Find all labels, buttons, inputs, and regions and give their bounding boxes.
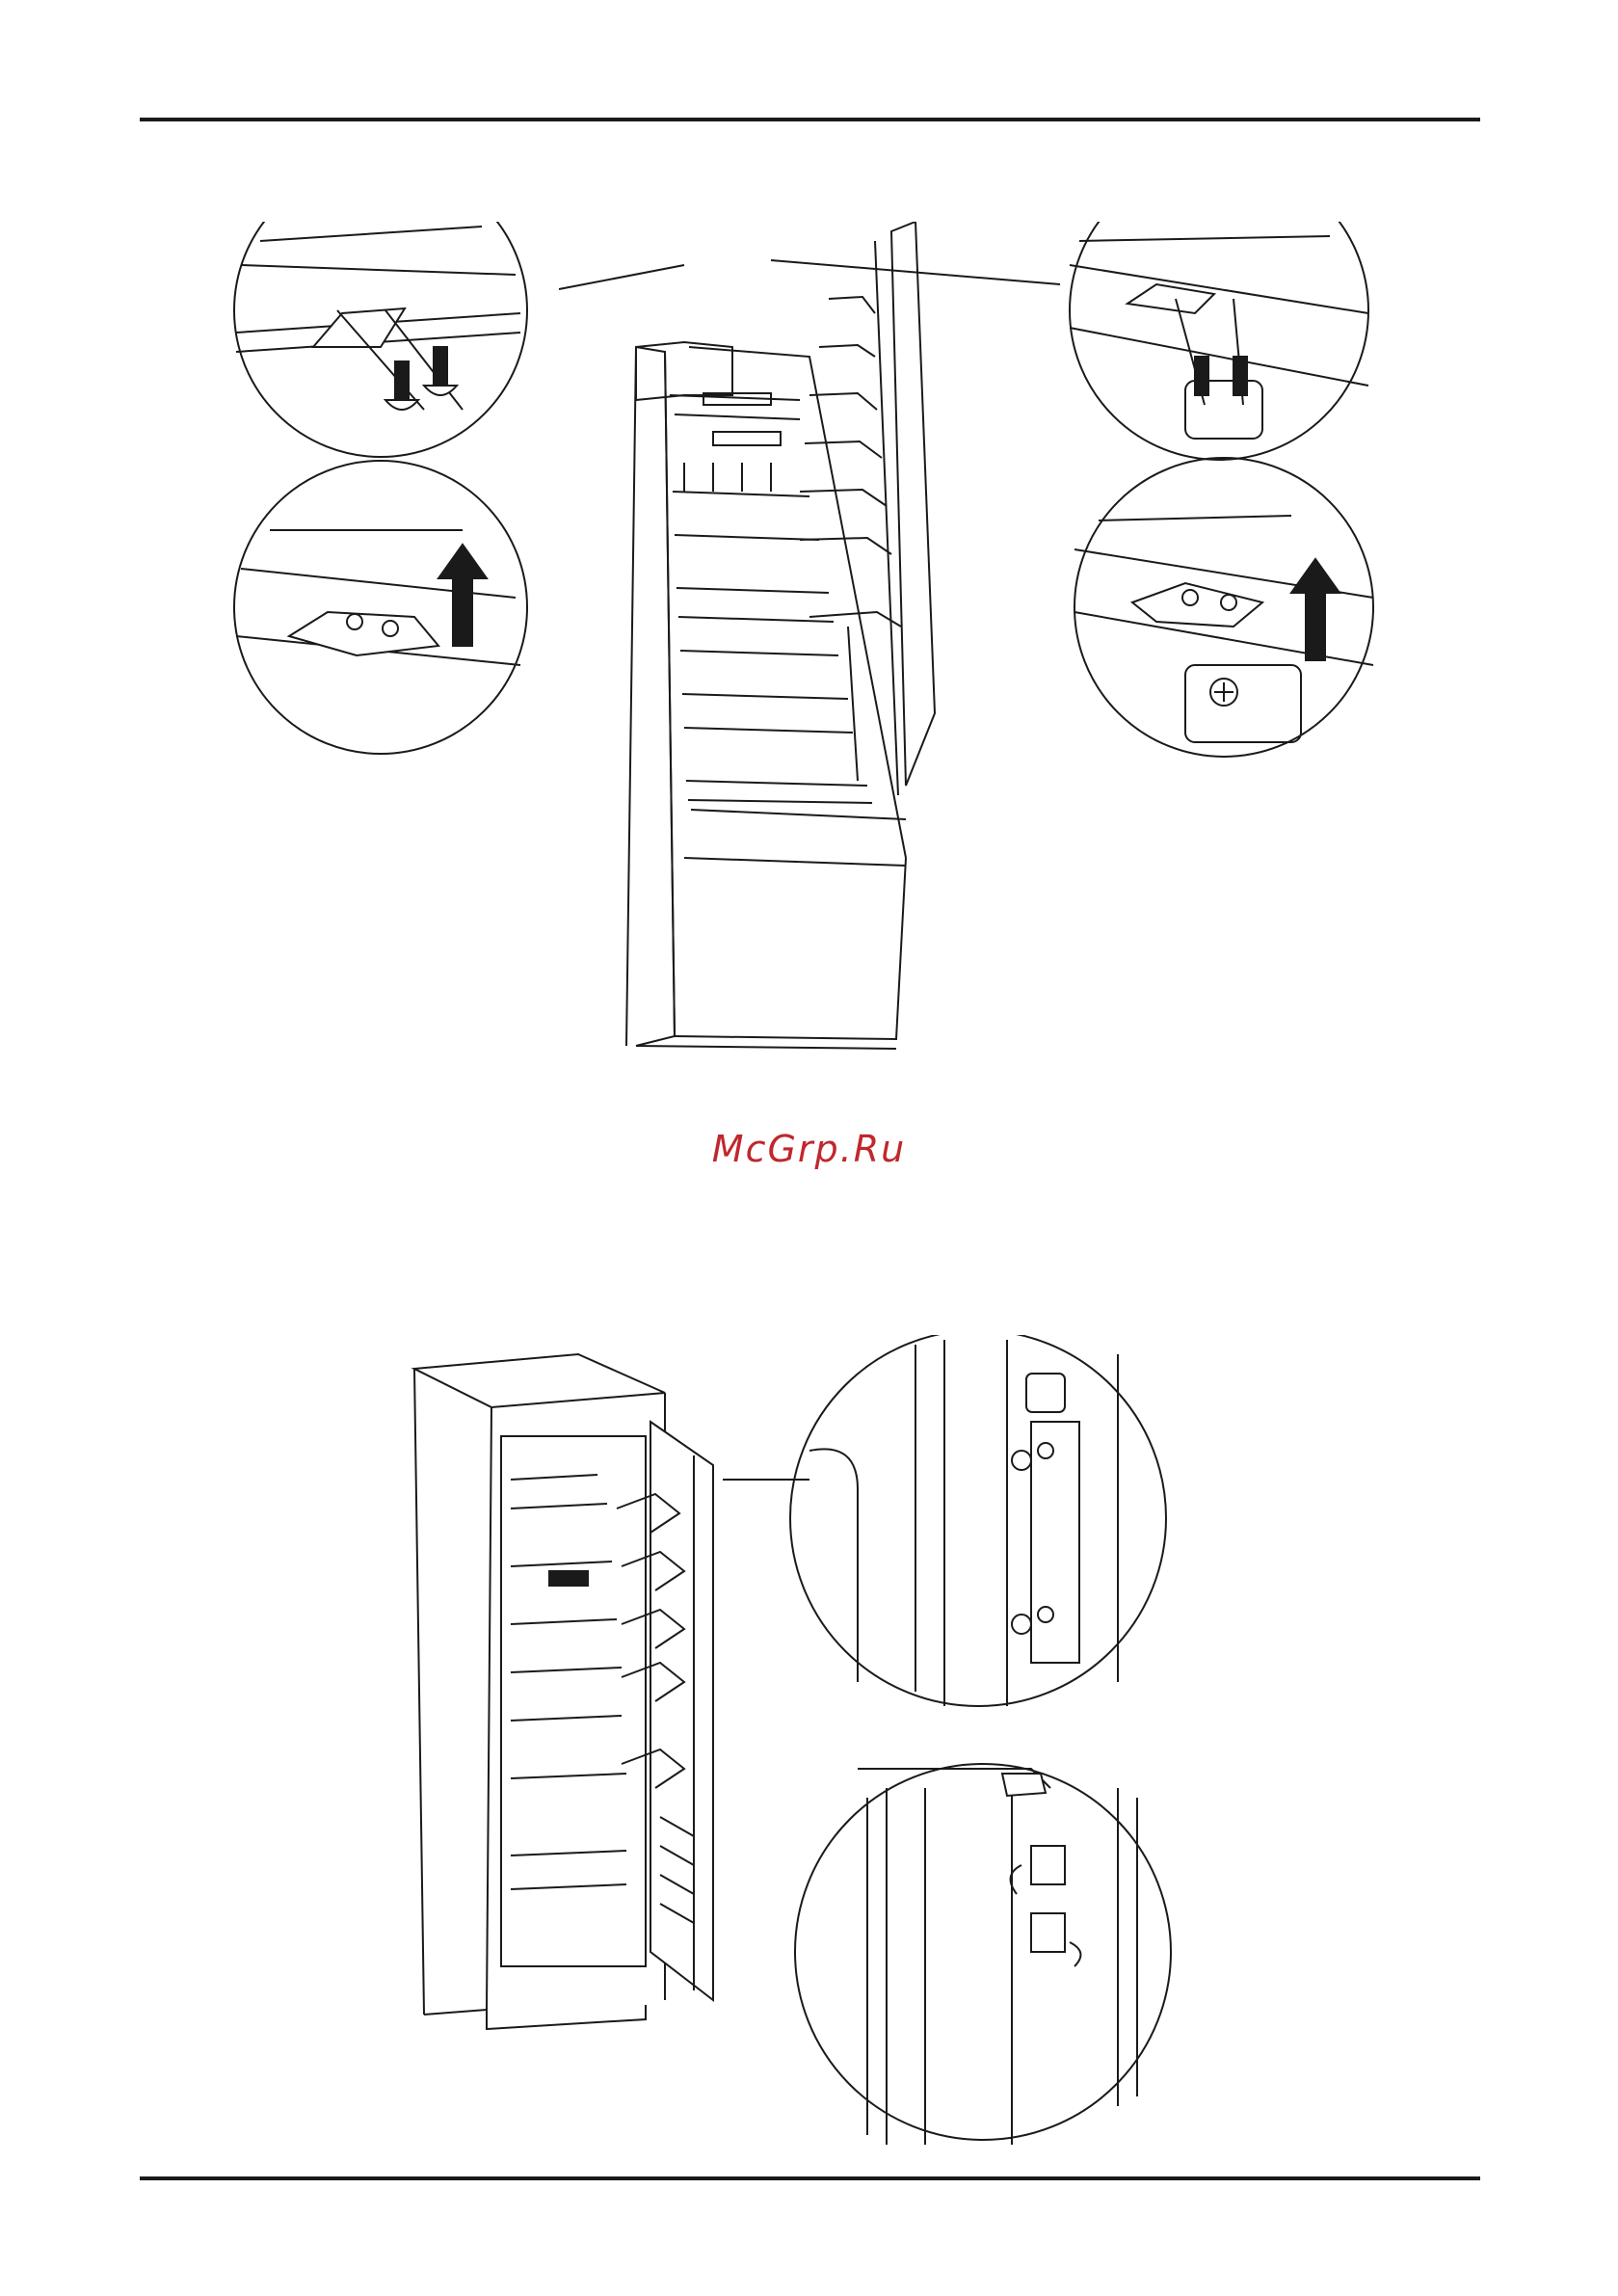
detail-circle-left-hinge [234, 461, 527, 754]
cabinet-outline [626, 342, 906, 1049]
arrow-up-icon [438, 545, 487, 646]
cross-screw-icon [1210, 679, 1237, 706]
screw-icon [1012, 1615, 1031, 1634]
figure-top-hinge-installation [231, 222, 1388, 1051]
open-door [800, 222, 935, 795]
detail-circle-right-screws [1070, 222, 1368, 460]
screw-icon [1233, 357, 1247, 395]
watermark-text: McGrp.Ru [0, 1128, 1618, 1170]
detail-circle-right-hinge [1074, 458, 1373, 757]
footer-rule [140, 2176, 1480, 2180]
screw-icon [1012, 1451, 1031, 1470]
detail-circle-hinge-rotate [795, 1764, 1171, 2145]
rotate-arrow-icon [1070, 1942, 1080, 1966]
header-rule [140, 118, 1480, 121]
arrow-up-icon [1291, 559, 1339, 660]
cabinet-interior [670, 393, 872, 803]
callout-line-left [559, 265, 684, 289]
screw-icon [424, 347, 457, 395]
detail-circle-left-screws [234, 222, 527, 457]
figure-hinge-adjustment [405, 1335, 1224, 2145]
cabinet-interior [511, 1475, 626, 1889]
screw-icon [1195, 357, 1208, 395]
watermark-label: McGrp.Ru [712, 1128, 906, 1170]
detail-circle-hinge-bracket [790, 1335, 1166, 1706]
open-door [617, 1422, 713, 2000]
cabinet-outline [414, 1354, 665, 2029]
screw-icon [385, 361, 418, 410]
